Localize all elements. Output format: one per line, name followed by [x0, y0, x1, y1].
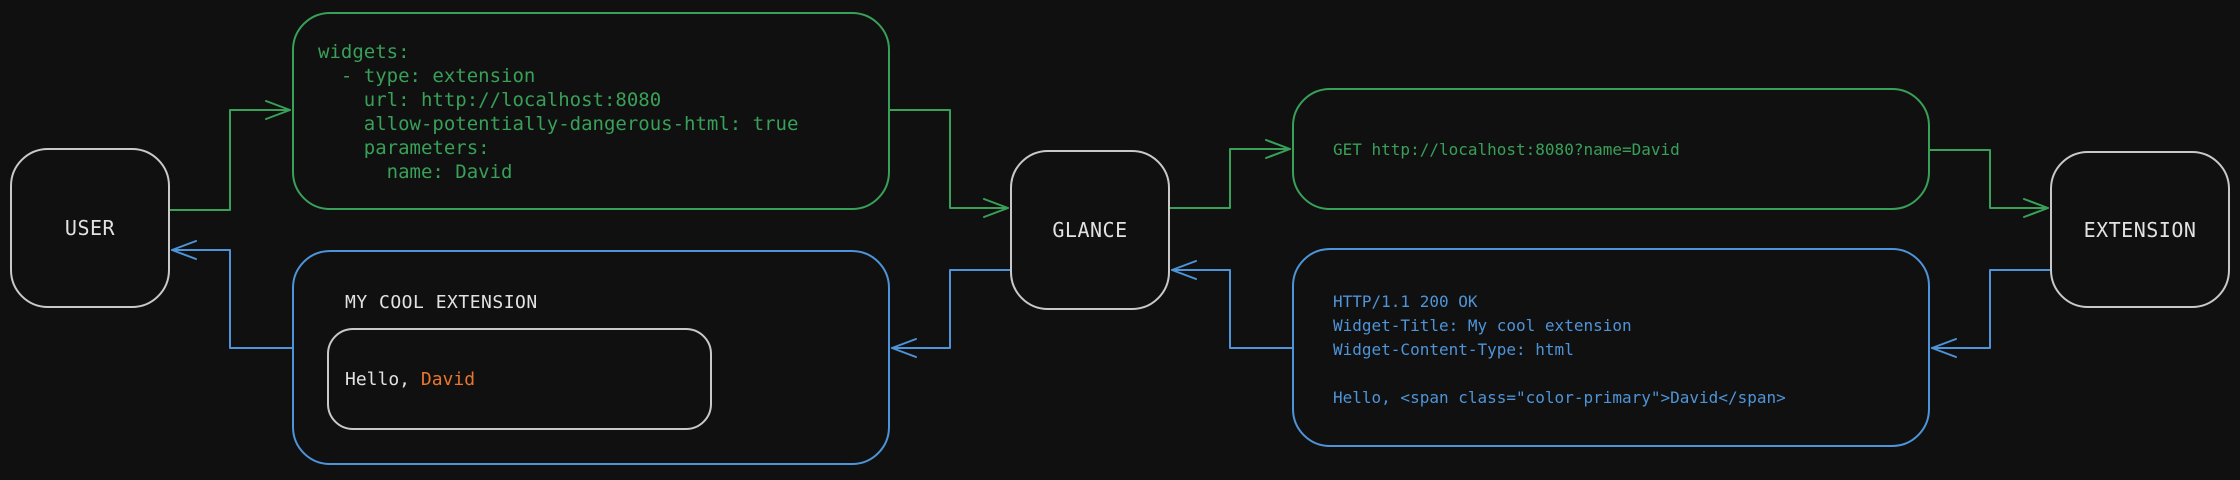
- arrow-response-to-glance: [1171, 260, 1293, 349]
- http-response-code: HTTP/1.1 200 OK Widget-Title: My cool ex…: [1333, 292, 1786, 407]
- http-request-box: GET http://localhost:8080?name=David: [1292, 88, 1930, 210]
- arrow-widget-to-user: [171, 240, 293, 349]
- greeting-prefix: Hello,: [345, 368, 421, 390]
- arrow-config-to-glance: [889, 109, 1009, 218]
- widget-content-box: Hello, David: [327, 328, 712, 430]
- widget-preview-box: MY COOL EXTENSION Hello, David: [292, 250, 890, 465]
- greeting-name: David: [420, 368, 476, 390]
- glance-node-label: GLANCE: [1052, 218, 1128, 242]
- config-yaml-box: widgets: - type: extension url: http://l…: [292, 12, 890, 210]
- user-node: USER: [10, 148, 170, 308]
- arrow-glance-to-widget: [891, 269, 1011, 358]
- arrow-request-to-extension: [1929, 149, 2049, 218]
- config-yaml-code: widgets: - type: extension url: http://l…: [318, 41, 799, 183]
- arrow-glance-to-request: [1169, 139, 1291, 209]
- arrow-extension-to-response: [1931, 269, 2051, 358]
- glance-node: GLANCE: [1010, 150, 1170, 310]
- extension-node-label: EXTENSION: [2083, 217, 2197, 242]
- widget-title: MY COOL EXTENSION: [345, 292, 538, 313]
- http-response-box: HTTP/1.1 200 OK Widget-Title: My cool ex…: [1292, 248, 1930, 447]
- user-node-label: USER: [64, 216, 116, 240]
- http-request-code: GET http://localhost:8080?name=David: [1333, 139, 1680, 159]
- extension-node: EXTENSION: [2050, 151, 2230, 308]
- arrow-user-to-config: [169, 100, 291, 211]
